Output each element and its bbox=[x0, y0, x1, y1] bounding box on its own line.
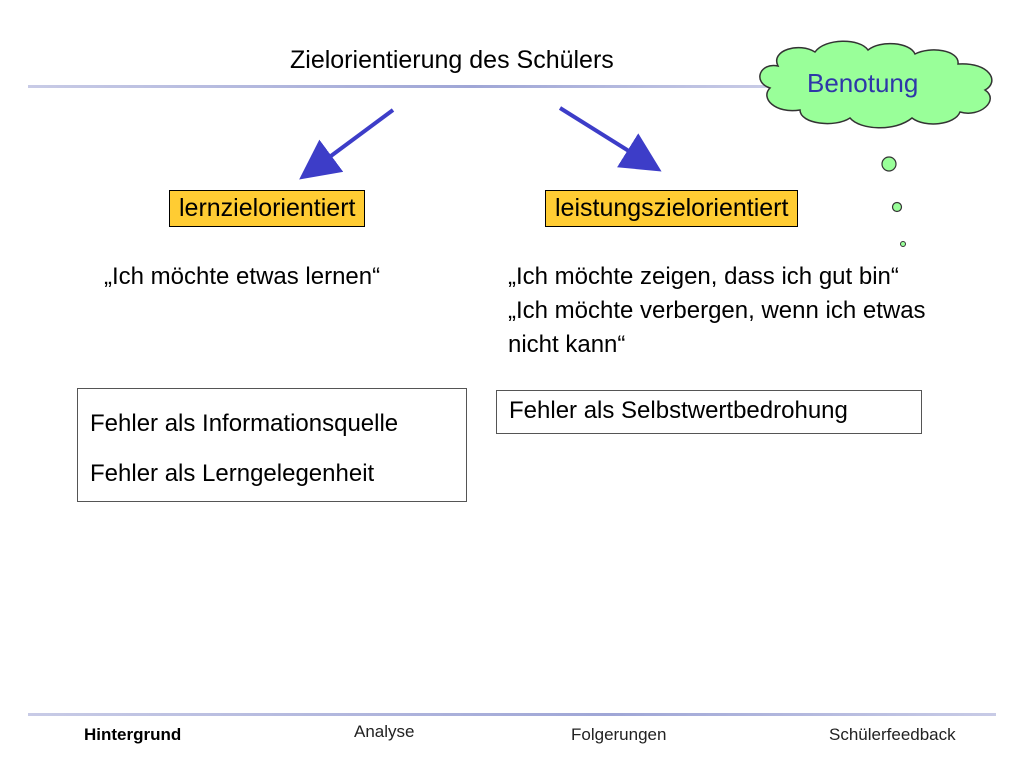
box-left-line-1: Fehler als Informationsquelle bbox=[90, 410, 399, 437]
nav-schuelerfeedback[interactable]: Schülerfeedback bbox=[829, 725, 956, 744]
thought-bubble-small bbox=[900, 241, 906, 247]
box-left: Fehler als Informationsquelle Fehler als… bbox=[77, 388, 467, 502]
quote-right-line-3: nicht kann“ bbox=[508, 331, 626, 358]
nav-folgerungen[interactable]: Folgerungen bbox=[571, 725, 667, 744]
thought-bubble-medium bbox=[891, 201, 903, 213]
tag-leistungszielorientiert: leistungszielorientiert bbox=[545, 190, 799, 227]
nav-analyse[interactable]: Analyse bbox=[354, 722, 415, 741]
thought-cloud bbox=[759, 40, 993, 129]
box-left-line-2: Fehler als Lerngelegenheit bbox=[90, 460, 375, 487]
quote-left: „Ich möchte etwas lernen“ bbox=[104, 263, 381, 290]
quote-right: „Ich möchte zeigen, dass ich gut bin“ „I… bbox=[508, 260, 926, 362]
slide-title: Zielorientierung des Schülers bbox=[290, 46, 614, 74]
footer-divider bbox=[28, 713, 996, 716]
cloud-label: Benotung bbox=[807, 68, 919, 98]
nav-hintergrund[interactable]: Hintergrund bbox=[84, 725, 182, 744]
tag-lernzielorientiert: lernzielorientiert bbox=[169, 190, 366, 227]
box-right-line-1: Fehler als Selbstwertbedrohung bbox=[509, 397, 848, 424]
arrow-left bbox=[299, 108, 395, 180]
box-right: Fehler als Selbstwertbedrohung bbox=[496, 390, 922, 434]
arrow-right bbox=[558, 106, 662, 172]
quote-right-line-2: „Ich möchte verbergen, wenn ich etwas bbox=[508, 297, 926, 324]
quote-right-line-1: „Ich möchte zeigen, dass ich gut bin“ bbox=[508, 263, 899, 290]
title-divider bbox=[28, 85, 768, 88]
thought-bubble-large bbox=[881, 156, 897, 172]
